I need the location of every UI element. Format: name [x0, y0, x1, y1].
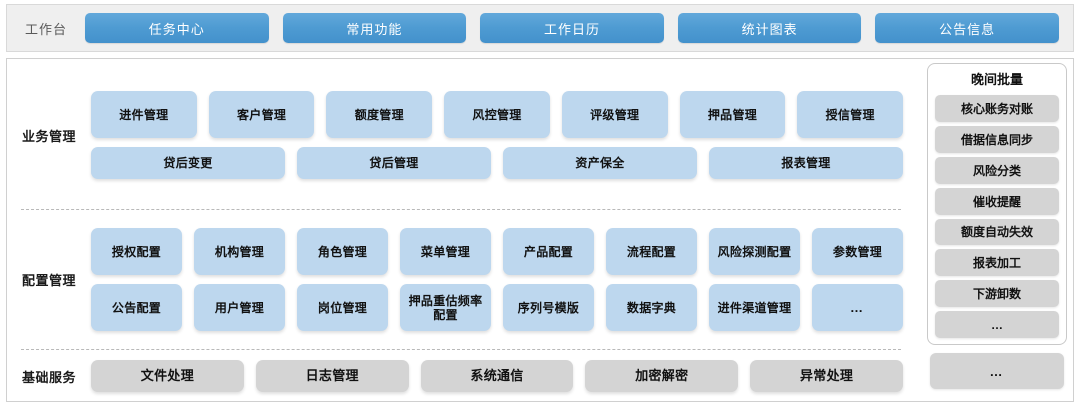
divider-config-basic [21, 349, 901, 350]
nightly-batch-sidebar: 晚间批量 核心账务对账 借据信息同步 风险分类 催收提醒 额度自动失效 报表加工… [927, 63, 1067, 397]
business-rows: 进件管理 客户管理 额度管理 风控管理 评级管理 押品管理 授信管理 贷后变更 … [91, 91, 915, 179]
basic-row-1: 文件处理 日志管理 系统通信 加密解密 异常处理 [91, 360, 903, 392]
tile-report-management[interactable]: 报表管理 [709, 147, 903, 179]
batch-item-more[interactable]: … [935, 311, 1059, 338]
top-button-statistics[interactable]: 统计图表 [677, 13, 862, 43]
nightly-batch-title: 晚间批量 [970, 72, 1023, 87]
batch-item-collection-reminder[interactable]: 催收提醒 [935, 187, 1059, 215]
top-button-work-calendar[interactable]: 工作日历 [480, 13, 664, 43]
tile-credit-limit-management[interactable]: 额度管理 [326, 91, 433, 138]
business-row-1: 进件管理 客户管理 额度管理 风控管理 评级管理 押品管理 授信管理 [91, 91, 904, 138]
tile-user-management[interactable]: 用户管理 [194, 284, 285, 331]
tile-log-management[interactable]: 日志管理 [255, 360, 409, 392]
tile-authorization-config[interactable]: 授权配置 [91, 228, 182, 275]
tile-config-more[interactable]: … [812, 284, 903, 331]
section-basic-services: 基础服务 文件处理 日志管理 系统通信 加密解密 异常处理 [7, 351, 915, 401]
top-button-task-center[interactable]: 任务中心 [85, 13, 269, 43]
top-button-common-functions[interactable]: 常用功能 [282, 13, 467, 43]
config-rows: 授权配置 机构管理 角色管理 菜单管理 产品配置 流程配置 风险探测配置 参数管… [91, 228, 915, 331]
tile-post-loan-management[interactable]: 贷后管理 [297, 147, 491, 179]
tile-file-processing[interactable]: 文件处理 [91, 360, 244, 392]
tile-product-config[interactable]: 产品配置 [503, 228, 594, 275]
batch-item-loan-document-sync[interactable]: 借据信息同步 [935, 125, 1059, 153]
main-content-frame: 业务管理 进件管理 客户管理 额度管理 风控管理 评级管理 押品管理 授信管理 … [6, 58, 1074, 402]
business-row-2: 贷后变更 贷后管理 资产保全 报表管理 [91, 147, 903, 179]
workbench-label: 工作台 [24, 21, 67, 37]
tile-asset-preservation[interactable]: 资产保全 [503, 147, 697, 179]
tile-rating-management[interactable]: 评级管理 [561, 91, 668, 138]
tile-data-dictionary[interactable]: 数据字典 [606, 284, 697, 331]
tile-announcement-config[interactable]: 公告配置 [91, 284, 182, 331]
tile-organization-management[interactable]: 机构管理 [194, 228, 285, 275]
tile-customer-management[interactable]: 客户管理 [208, 91, 315, 138]
divider-business-config [21, 209, 901, 210]
batch-item-core-accounting-reconciliation[interactable]: 核心账务对账 [935, 95, 1059, 122]
batch-item-report-processing[interactable]: 报表加工 [935, 249, 1059, 277]
tile-system-communication[interactable]: 系统通信 [420, 360, 574, 392]
tile-collateral-revaluation-frequency-config[interactable]: 押品重估频率配置 [400, 284, 491, 331]
tile-application-management[interactable]: 进件管理 [91, 91, 197, 138]
batch-item-credit-limit-auto-expiry[interactable]: 额度自动失效 [935, 218, 1059, 246]
top-navigation-bar: 工作台 任务中心 常用功能 工作日历 统计图表 公告信息 [6, 4, 1074, 52]
section-configuration-management: 配置管理 授权配置 机构管理 角色管理 菜单管理 产品配置 流程配置 风险探测配… [7, 210, 915, 349]
config-row-2: 公告配置 用户管理 岗位管理 押品重估频率配置 序列号模版 数据字典 进件渠道管… [91, 284, 903, 331]
batch-item-downstream-data-unload[interactable]: 下游卸数 [935, 280, 1059, 308]
config-row-1: 授权配置 机构管理 角色管理 菜单管理 产品配置 流程配置 风险探测配置 参数管… [91, 228, 903, 275]
tile-process-config[interactable]: 流程配置 [606, 228, 697, 275]
tile-application-channel-management[interactable]: 进件渠道管理 [709, 284, 800, 331]
tile-risk-detection-config[interactable]: 风险探测配置 [709, 228, 800, 275]
tile-parameter-management[interactable]: 参数管理 [812, 228, 903, 275]
tile-collateral-management[interactable]: 押品管理 [679, 91, 786, 138]
tile-role-management[interactable]: 角色管理 [297, 228, 388, 275]
tile-exception-handling[interactable]: 异常处理 [750, 360, 903, 392]
top-button-announcements[interactable]: 公告信息 [875, 13, 1059, 43]
tile-serial-number-template[interactable]: 序列号模版 [503, 284, 594, 331]
section-business-management: 业务管理 进件管理 客户管理 额度管理 风控管理 评级管理 押品管理 授信管理 … [7, 61, 915, 209]
tile-menu-management[interactable]: 菜单管理 [400, 228, 491, 275]
batch-item-risk-classification[interactable]: 风险分类 [935, 156, 1059, 184]
sidebar-more-button[interactable]: … [930, 353, 1064, 389]
tile-credit-granting-management[interactable]: 授信管理 [797, 91, 904, 138]
basic-rows: 文件处理 日志管理 系统通信 加密解密 异常处理 [91, 360, 915, 392]
section-label-business: 业务管理 [21, 128, 76, 144]
section-label-basic: 基础服务 [21, 369, 76, 385]
tile-position-management[interactable]: 岗位管理 [297, 284, 388, 331]
nightly-batch-card: 晚间批量 核心账务对账 借据信息同步 风险分类 催收提醒 额度自动失效 报表加工… [927, 63, 1067, 345]
tile-encryption-decryption[interactable]: 加密解密 [585, 360, 739, 392]
tile-risk-control-management[interactable]: 风控管理 [444, 91, 550, 138]
top-button-group: 任务中心 常用功能 工作日历 统计图表 公告信息 [85, 13, 1073, 43]
section-label-config: 配置管理 [21, 273, 76, 288]
tile-post-loan-change[interactable]: 贷后变更 [91, 147, 285, 179]
modules-column: 业务管理 进件管理 客户管理 额度管理 风控管理 评级管理 押品管理 授信管理 … [7, 59, 915, 401]
